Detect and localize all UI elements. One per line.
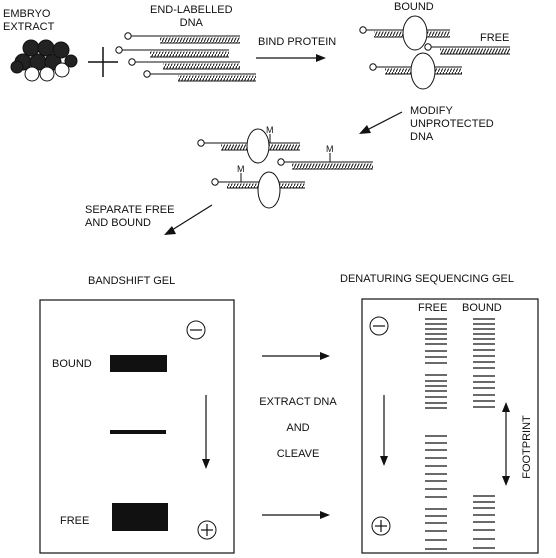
process-label: EXTRACT DNA AND CLEAVE	[248, 396, 348, 468]
bound-label-top: BOUND	[394, 1, 434, 13]
embryo-line-2: EXTRACT	[3, 21, 55, 33]
bandshift-gel-title: BANDSHIFT GEL	[88, 275, 176, 287]
process-line-2: AND	[286, 422, 310, 434]
end-labelled-line-2: DNA	[179, 17, 203, 29]
modification-mark-1: M	[266, 125, 274, 135]
embryo-extract-label: EMBRYO EXTRACT	[3, 8, 54, 34]
transfer-arrows	[262, 352, 330, 519]
bound-lane-bands	[473, 318, 495, 549]
modify-label: MODIFY UNPROTECTED DNA	[410, 105, 494, 144]
separate-arrow	[164, 204, 213, 235]
modified-complex	[197, 128, 373, 209]
modification-mark-2: M	[326, 144, 334, 154]
bind-arrow	[256, 54, 326, 62]
modify-line-3: DNA	[410, 131, 434, 143]
sequencing-gel	[361, 298, 539, 554]
dna-strands	[115, 32, 256, 82]
modification-mark-3: M	[237, 164, 245, 174]
end-labelled-label: END-LABELLED DNA	[150, 4, 233, 30]
modify-line-2: UNPROTECTED	[410, 118, 494, 130]
separate-line-2: AND BOUND	[85, 217, 152, 229]
separate-line-1: SEPARATE FREE	[85, 204, 175, 216]
bind-protein-label: BIND PROTEIN	[258, 36, 337, 48]
plus-icon	[88, 47, 118, 77]
bandshift-free-label: FREE	[60, 515, 90, 527]
free-label-top: FREE	[480, 32, 510, 44]
process-line-3: CLEAVE	[276, 448, 320, 460]
end-labelled-line-1: END-LABELLED	[150, 4, 233, 16]
bound-column-header: BOUND	[462, 302, 502, 314]
embryo-cluster-icon	[10, 39, 78, 82]
sequencing-gel-title: DENATURING SEQUENCING GEL	[340, 273, 514, 285]
modify-line-1: MODIFY	[410, 105, 453, 117]
footprint-label: FOOTPRINT	[521, 415, 533, 479]
free-column-header: FREE	[418, 302, 448, 314]
bandshift-bound-label: BOUND	[52, 358, 92, 370]
embryo-line-1: EMBRYO	[3, 8, 51, 20]
free-lane-bands	[425, 318, 447, 550]
modify-arrow	[359, 111, 403, 134]
separate-label: SEPARATE FREE AND BOUND	[85, 204, 174, 230]
bandshift-gel	[39, 299, 235, 554]
binding-complex	[359, 15, 510, 90]
process-line-1: EXTRACT DNA	[259, 396, 337, 408]
